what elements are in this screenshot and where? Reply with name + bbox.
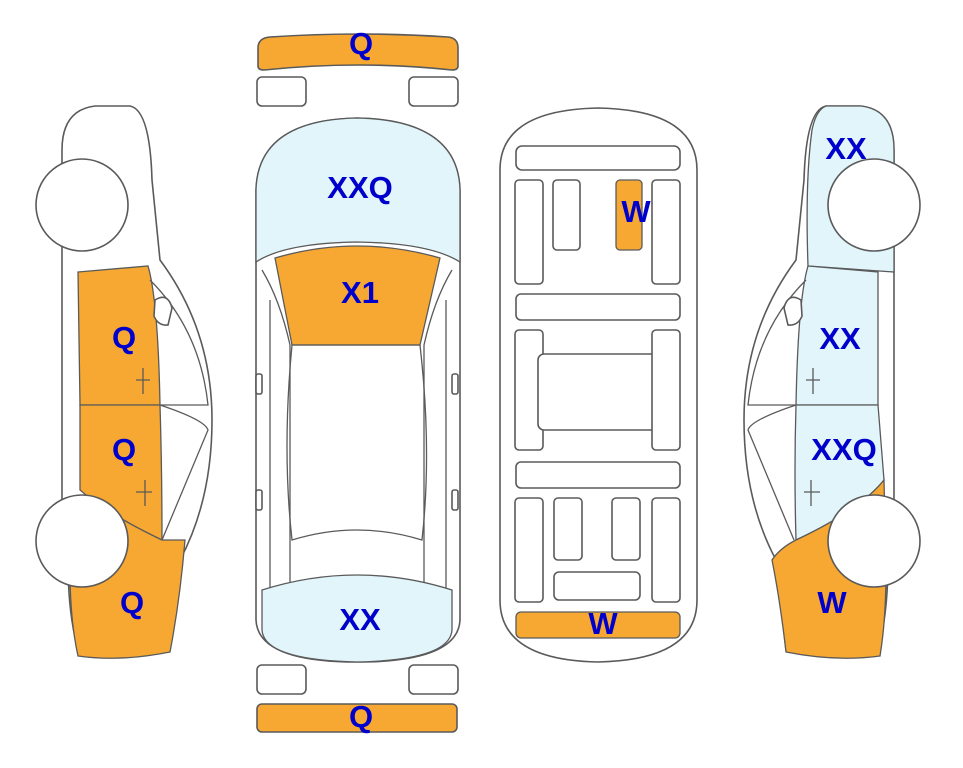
trunk-interior-label: W <box>621 194 651 229</box>
mid-bar <box>515 293 681 321</box>
right-window-line-2 <box>747 404 797 541</box>
right-front-wheel <box>827 158 921 252</box>
right-taillight <box>408 664 459 695</box>
interior-w-panel[interactable] <box>615 179 643 251</box>
left-front-well <box>514 179 544 285</box>
left-window-line-2 <box>159 404 209 541</box>
left-headlight <box>256 76 307 107</box>
cabin-left-line <box>261 269 291 600</box>
right-mid-well <box>651 329 681 451</box>
left-door-handle-2 <box>136 480 152 506</box>
right-rear-well <box>651 497 681 603</box>
left-front-wheel <box>35 158 129 252</box>
right-door-handle-2 <box>804 480 820 506</box>
rear-seat-left <box>553 497 583 561</box>
rear-bumper-label: Q <box>349 699 373 734</box>
left-mirror-shape <box>153 296 173 326</box>
right-side-view <box>743 105 921 659</box>
dash-bar <box>515 145 681 171</box>
right-handle <box>451 489 459 511</box>
right-mirror <box>451 373 459 395</box>
hood-panel[interactable] <box>274 245 441 346</box>
right-door-handle-1 <box>806 368 820 394</box>
seat-left <box>552 179 581 251</box>
left-front-door-label: Q <box>112 320 136 355</box>
trunk-bar <box>553 571 641 601</box>
right-headlight <box>408 76 459 107</box>
right-rear-wheel <box>827 494 921 588</box>
damage-labels: Q XXQ X1 XX Q W W Q Q Q XX XX XXQ W <box>112 26 877 734</box>
right-front-fender-label: XX <box>825 131 867 166</box>
center-console <box>537 353 659 431</box>
rear-seat-right <box>611 497 641 561</box>
interior-view <box>499 107 698 663</box>
windshield-label: XXQ <box>327 170 392 205</box>
rear-bumper-panel[interactable] <box>256 703 458 733</box>
rear-sill-panel[interactable] <box>515 611 681 639</box>
right-front-door-label: XX <box>819 321 861 356</box>
rear-window-label: XX <box>339 602 381 637</box>
rear-window-panel[interactable] <box>261 574 453 663</box>
right-window-line <box>747 279 807 406</box>
roof-outline <box>286 344 428 541</box>
front-bumper-panel[interactable] <box>257 33 459 71</box>
right-front-well <box>651 179 681 285</box>
windshield-panel[interactable] <box>255 117 461 264</box>
left-rear-quarter-label: Q <box>120 585 144 620</box>
rear-bar <box>515 461 681 489</box>
left-window-line <box>149 279 209 406</box>
cabin-right-line <box>423 269 453 600</box>
right-mirror-shape <box>783 296 803 326</box>
front-bumper-label: Q <box>349 26 373 61</box>
left-handle <box>255 489 263 511</box>
left-door-handle-1 <box>136 368 150 394</box>
left-side-view <box>35 105 213 659</box>
left-rear-well <box>514 497 544 603</box>
left-rear-wheel <box>35 494 129 588</box>
left-mirror <box>255 373 263 395</box>
rear-sill-label: W <box>588 606 618 641</box>
left-taillight <box>256 664 307 695</box>
right-rear-quarter-label: W <box>817 585 847 620</box>
left-rear-door-label: Q <box>112 432 136 467</box>
hood-label: X1 <box>341 275 379 310</box>
right-rear-door-label: XXQ <box>811 432 876 467</box>
top-view <box>255 33 461 733</box>
